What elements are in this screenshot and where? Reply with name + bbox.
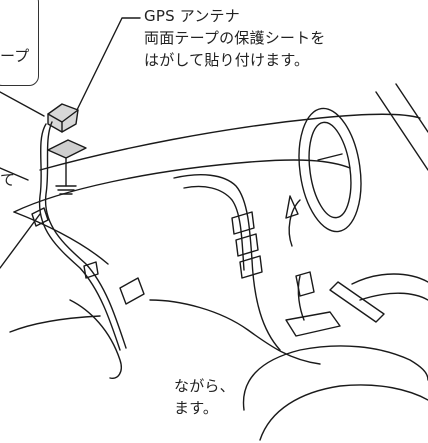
windshield-line: [39, 113, 421, 171]
a-pillar-right: [395, 83, 428, 133]
lower-leader-line: [0, 213, 41, 269]
gps-leader-line: [75, 17, 141, 113]
bottom-fragment-line2: ます。: [174, 399, 219, 417]
steering-column: [288, 199, 301, 247]
cable-clip-2: [83, 261, 99, 279]
gps-callout-title: GPS アンテナ: [144, 7, 240, 25]
adhesive-tape: [47, 139, 87, 159]
box-leader-line: [0, 91, 45, 117]
handbrake: [329, 281, 385, 323]
glove-box: [119, 277, 145, 305]
antenna-cable: [38, 123, 121, 351]
dashboard-edge: [13, 211, 109, 265]
gear-shifter: [297, 275, 305, 321]
gps-callout-line1: 両面テープの保護シートを: [144, 29, 326, 47]
mid-leader-line: [0, 167, 29, 181]
gps-callout-line2: はがして貼り付けます。: [144, 51, 310, 69]
driver-seat: [351, 273, 428, 285]
steering-wheel: [298, 107, 362, 233]
passenger-seat: [242, 345, 428, 411]
left-mid-fragment: て: [0, 171, 16, 189]
left-box-fragment: ープ: [0, 47, 30, 65]
vent-3: [239, 255, 263, 279]
left-callout-box: [0, 0, 39, 86]
center-console: [173, 174, 281, 351]
bottom-fragment-line1: ながら、: [174, 377, 235, 395]
a-pillar-left: [375, 91, 428, 171]
gps-antenna: [47, 103, 79, 133]
vent-1: [231, 211, 255, 235]
lower-panel: [69, 299, 122, 379]
vent-2: [235, 233, 259, 257]
dashboard-top: [13, 159, 351, 213]
cable-clip-1: [31, 207, 49, 227]
